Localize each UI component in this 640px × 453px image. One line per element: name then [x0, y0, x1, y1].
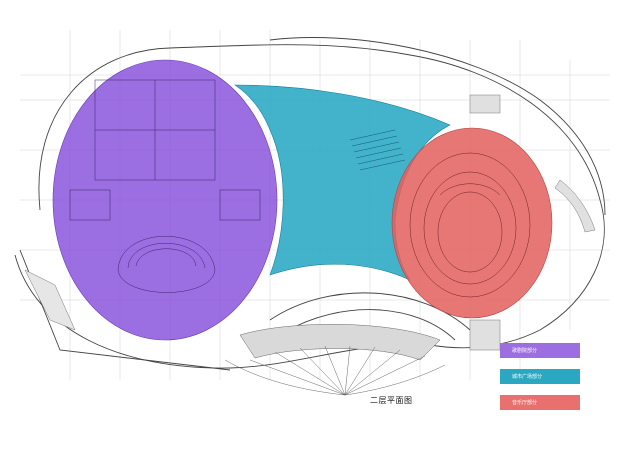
- fan-stair-structure: [224, 324, 446, 396]
- legend-item-plaza: 城市广场部分: [500, 369, 580, 384]
- legend-item-concert: 音乐厅部分: [500, 395, 580, 410]
- plaza-stair-lines: [349, 129, 406, 171]
- concert-zone: [391, 127, 553, 319]
- left-wing-structure: [24, 269, 76, 331]
- right-wing-structure: [469, 94, 596, 351]
- legend-item-opera: 歌剧院部分: [500, 343, 580, 358]
- opera-zone: [52, 59, 278, 341]
- legend-label-opera: 歌剧院部分: [512, 348, 538, 354]
- drawing-caption: 二层平面图: [370, 396, 413, 405]
- legend-label-plaza: 城市广场部分: [512, 374, 543, 380]
- legend-label-concert: 音乐厅部分: [512, 400, 538, 406]
- concert-auditorium-lines: [409, 152, 531, 298]
